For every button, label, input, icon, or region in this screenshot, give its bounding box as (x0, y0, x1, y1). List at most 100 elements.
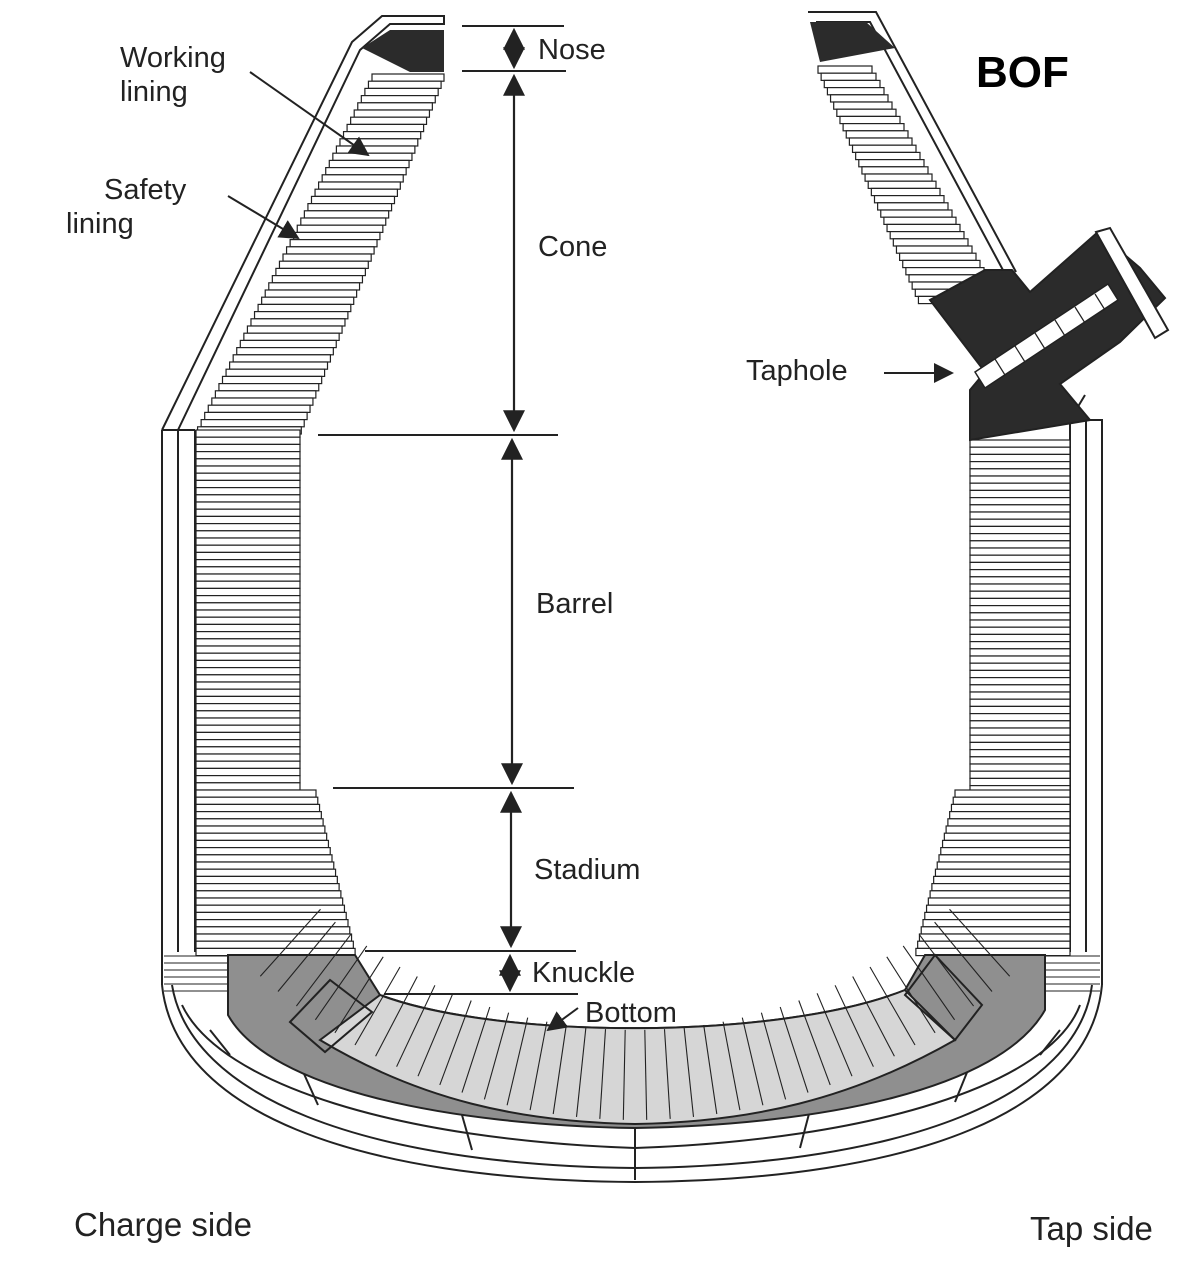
lining-brick (285, 246, 375, 255)
lining-brick (303, 210, 390, 219)
lining-brick (195, 515, 301, 525)
lining-brick (969, 705, 1071, 715)
bottom-brick-joint (375, 976, 418, 1057)
bottom-brick-joint (834, 985, 874, 1067)
lining-brick (195, 753, 301, 762)
lining-brick (969, 554, 1071, 564)
lining-brick (969, 518, 1071, 528)
lining-brick (195, 731, 301, 741)
lining-brick (969, 640, 1071, 650)
lining-brick (257, 303, 352, 313)
lining-brick (851, 144, 917, 153)
lining-brick (969, 525, 1071, 535)
lining-brick (250, 318, 346, 327)
lining-brick (357, 102, 433, 111)
lining-brick (969, 468, 1071, 477)
lining-brick (325, 167, 407, 176)
lining-brick (195, 861, 335, 870)
lining-brick (195, 832, 328, 842)
lining-brick (195, 638, 301, 647)
bottom-brick-joint (703, 1024, 718, 1115)
lining-brick (195, 767, 301, 777)
lining-brick (969, 727, 1071, 736)
lining-brick (947, 818, 1071, 827)
nose-label: Nose (538, 34, 606, 66)
lining-brick (239, 339, 337, 349)
lining-brick (310, 195, 396, 205)
lining-brick (371, 73, 445, 82)
lining-brick (261, 296, 355, 306)
lining-brick (943, 832, 1071, 842)
lining-brick (229, 361, 329, 370)
lining-brick (195, 573, 301, 582)
lining-brick (195, 803, 321, 813)
working-lining-right (817, 65, 1071, 957)
lining-brick (969, 511, 1071, 520)
bottom-brick-joint (816, 993, 853, 1077)
lining-brick (929, 890, 1071, 899)
diagram-title: BOF (976, 48, 1069, 97)
lining-brick (898, 252, 977, 261)
bottom-brick-joint (918, 934, 975, 1007)
lining-brick (969, 583, 1071, 592)
lining-brick (969, 597, 1071, 607)
lining-brick (271, 275, 364, 284)
lining-brick (817, 65, 873, 74)
lining-brick (364, 87, 439, 97)
lining-brick (346, 123, 425, 133)
barrel-label: Barrel (536, 588, 614, 620)
lining-brick (328, 159, 410, 169)
bottom-brick-joint (902, 945, 956, 1021)
lining-brick (969, 619, 1071, 628)
lining-brick (195, 724, 301, 734)
lining-brick (870, 187, 941, 197)
lining-brick (864, 173, 933, 182)
lining-brick (952, 796, 1071, 806)
lining-brick (195, 839, 330, 849)
lining-brick (293, 231, 381, 241)
safety-lining-label-line1: Safety (104, 174, 187, 206)
lining-brick (195, 530, 301, 539)
lining-brick (969, 633, 1071, 643)
leader-lines (227, 71, 954, 1032)
lining-brick (195, 537, 301, 546)
lining-brick (823, 79, 881, 89)
lining-brick (246, 325, 343, 334)
lining-brick (969, 461, 1071, 470)
lining-brick (335, 145, 416, 154)
bottom-brick-joint (722, 1021, 741, 1111)
bottom-brick-joint (886, 956, 936, 1034)
lining-brick (873, 195, 945, 204)
bottom-brick-joint (599, 1029, 607, 1119)
lining-brick (195, 897, 344, 906)
lining-brick (195, 551, 301, 561)
bottom-brick-joint (529, 1021, 548, 1111)
lining-brick (195, 717, 301, 726)
lining-brick (195, 501, 301, 510)
lining-brick (969, 568, 1071, 578)
lining-brick (214, 390, 317, 399)
lining-brick (195, 789, 317, 798)
lining-brick (842, 122, 905, 132)
lining-brick (195, 472, 301, 482)
lining-brick (195, 458, 301, 467)
nose-block-left (362, 30, 444, 72)
lining-brick (307, 203, 393, 212)
bottom-brick-joint (934, 921, 993, 992)
lining-brick (924, 911, 1071, 921)
lining-brick (969, 676, 1071, 686)
lining-brick (195, 688, 301, 698)
bottom-brick-joint (334, 956, 384, 1034)
lining-brick (845, 130, 909, 139)
lining-brick (195, 436, 301, 446)
lining-brick (232, 354, 332, 363)
lining-brick (300, 217, 387, 226)
lining-brick (236, 347, 334, 356)
taphole-structure (928, 226, 1170, 442)
bottom-brick-joint (683, 1027, 695, 1117)
bottom-brick-joint (277, 921, 336, 992)
lining-brick (836, 108, 897, 117)
lining-brick (820, 72, 877, 81)
lining-brick (969, 741, 1071, 751)
